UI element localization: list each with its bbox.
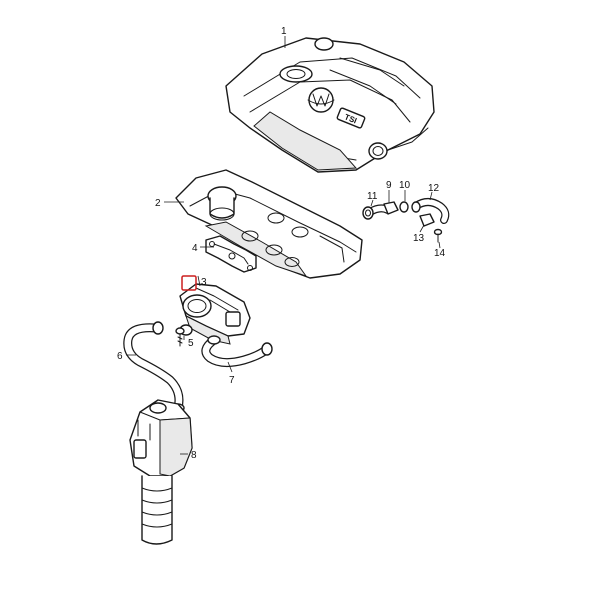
clamp-11 xyxy=(362,206,374,220)
engine-cover: TSI xyxy=(225,37,435,173)
hose-7 xyxy=(201,335,273,368)
callout-6: 6 xyxy=(117,351,123,362)
callout-12: 12 xyxy=(428,183,440,194)
hose-6 xyxy=(123,321,185,413)
cover-badge-text: TSI xyxy=(343,112,358,125)
callout-2: 2 xyxy=(155,198,161,209)
callout-3: 3 xyxy=(201,277,207,288)
leader-lines xyxy=(126,36,441,455)
callout-14: 14 xyxy=(434,248,446,259)
clamp-10 xyxy=(399,201,409,213)
callout-8: 8 xyxy=(191,450,197,461)
callout-labels: 1 2 3 4 5 6 7 8 9 10 11 12 13 14 xyxy=(117,26,446,461)
callout-7: 7 xyxy=(229,375,235,386)
cylinder-head-cover xyxy=(175,169,363,279)
callout-1: 1 xyxy=(281,26,287,37)
hose-12 xyxy=(411,198,450,224)
callout-9: 9 xyxy=(386,180,392,191)
oil-separator xyxy=(179,283,251,345)
callout-5: 5 xyxy=(188,338,194,349)
callout-4: 4 xyxy=(192,243,198,254)
part-3-highlight xyxy=(181,275,197,291)
callout-13: 13 xyxy=(413,233,425,244)
connector-9 xyxy=(383,201,399,215)
oil-filter-housing xyxy=(129,399,193,545)
bolt xyxy=(175,327,185,347)
callout-10: 10 xyxy=(399,180,411,191)
gasket xyxy=(205,235,257,273)
bolt-14 xyxy=(433,228,443,243)
callout-11: 11 xyxy=(367,191,378,202)
bracket-13 xyxy=(419,213,435,227)
